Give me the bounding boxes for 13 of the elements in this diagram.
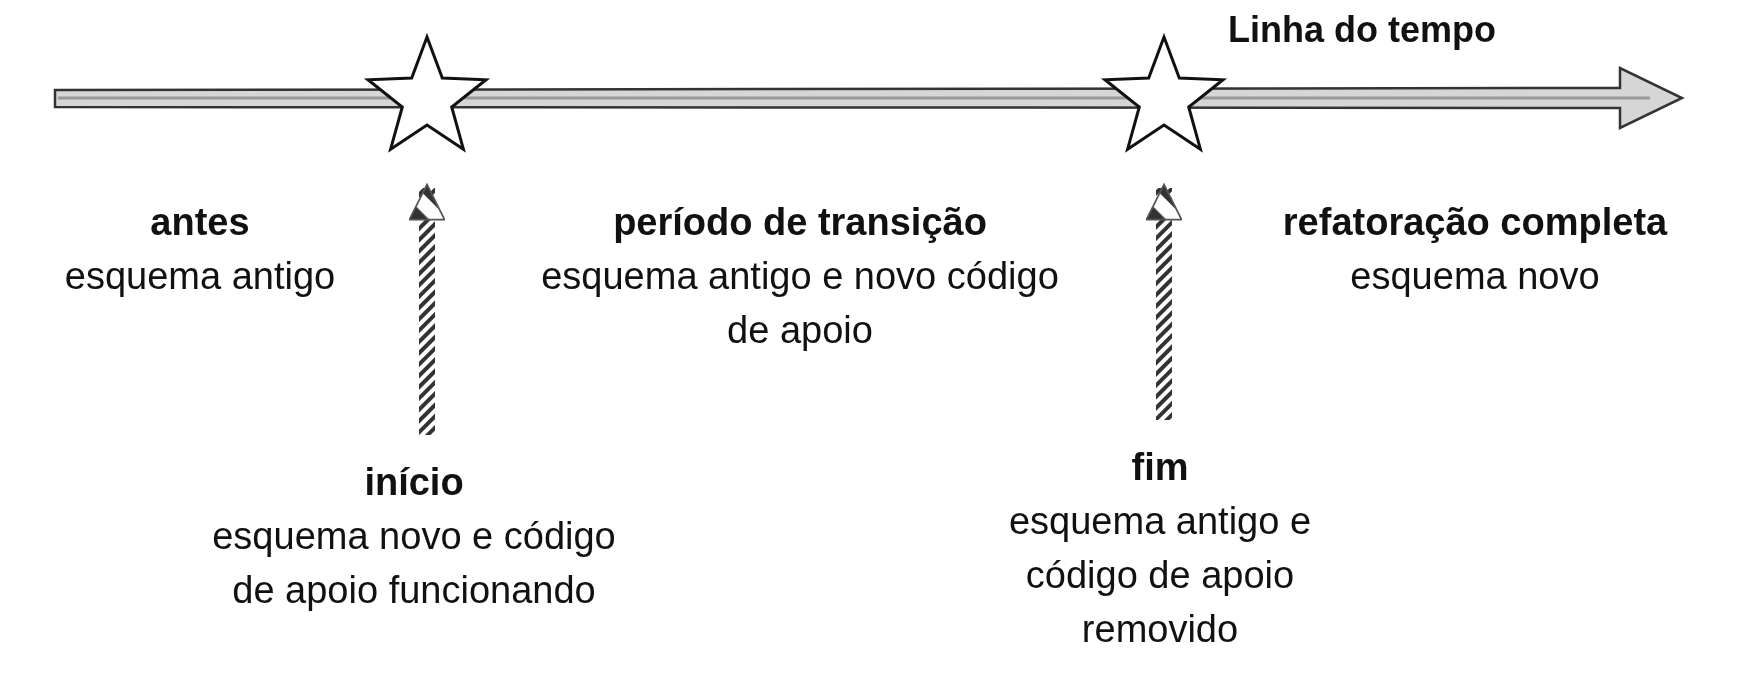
phase-heading: fim xyxy=(1131,445,1189,490)
phase-description: esquema novo xyxy=(1350,254,1600,299)
phase-heading: início xyxy=(364,460,464,505)
phase-description: esquema antigo e código de apoio removido xyxy=(1007,499,1313,652)
phase-description: esquema novo e código de apoio funcionando xyxy=(211,514,617,613)
phase-heading: refatoração completa xyxy=(1282,200,1668,245)
phase-description: esquema antigo e novo código de apoio xyxy=(540,254,1060,353)
phase-heading: período de transição xyxy=(613,200,987,245)
timeline-label: Linha do tempo xyxy=(1228,8,1496,52)
phase-heading: antes xyxy=(150,200,250,245)
hatched-arrow xyxy=(408,183,446,435)
phase-description: esquema antigo xyxy=(64,254,336,299)
hatched-arrow xyxy=(1145,183,1183,420)
